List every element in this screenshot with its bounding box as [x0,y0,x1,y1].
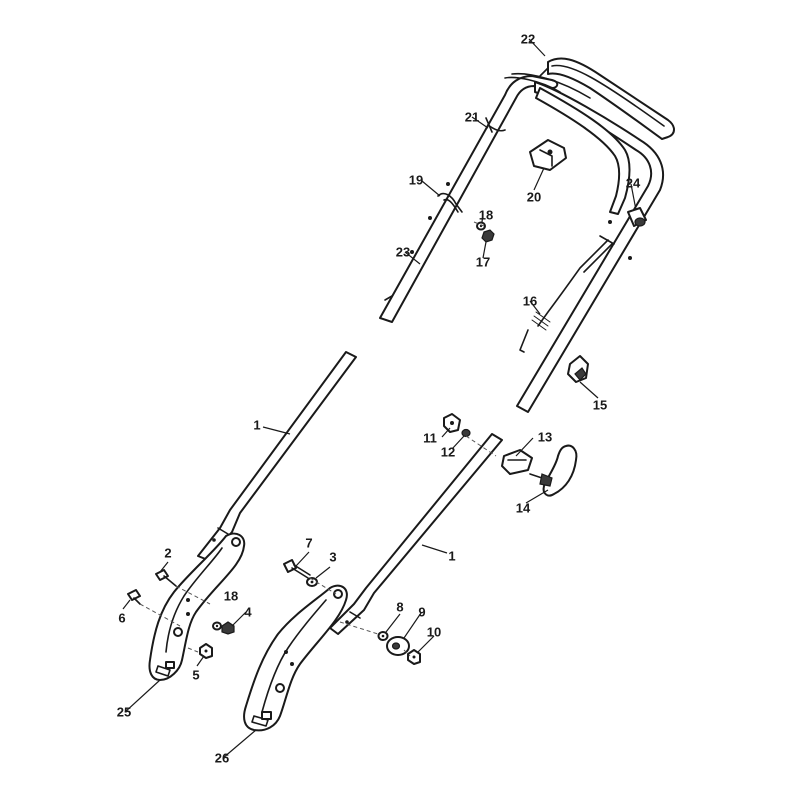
callout-20: 20 [527,190,541,205]
assembly-lines [139,221,497,657]
part-16-brake-cable [519,235,615,353]
part-5-nut [199,643,213,659]
part-2-bolt [155,569,177,587]
callout-19: 19 [409,173,423,188]
part-23-upper-tube [384,295,393,301]
callout-16: 16 [523,294,537,309]
callout-4: 4 [244,605,252,620]
callout-2: 2 [164,546,171,561]
callout-10: 10 [427,625,441,640]
callout-18-upper: 18 [479,208,493,223]
callout-7: 7 [305,536,312,551]
part-18-washer-lower [212,621,222,631]
leader-lines [122,38,637,759]
callout-12: 12 [441,445,455,460]
callout-5: 5 [192,668,199,683]
callout-23: 23 [396,245,410,260]
part-20-lever-bracket [529,139,567,171]
part-15-knob [567,355,589,383]
part-1-lower-tube-right [329,433,503,635]
callout-13: 13 [538,430,552,445]
callout-25: 25 [117,705,131,720]
part-4-nut [221,621,235,635]
part-17-nut [481,229,495,243]
part-12-washer [461,428,471,438]
callout-9: 9 [418,605,425,620]
callout-8: 8 [396,600,403,615]
callout-17: 17 [476,255,490,270]
part-25-bracket-left [148,532,246,681]
part-26-bracket-right [243,584,348,732]
callout-18-lower: 18 [224,589,238,604]
callout-1-left: 1 [253,418,260,433]
part-1-lower-tube-left [197,351,357,561]
callout-15: 15 [593,398,607,413]
callout-11: 11 [423,431,437,446]
callout-6: 6 [118,611,125,626]
part-13-latch-bracket [501,449,533,475]
part-19-clip [437,192,463,213]
callout-3: 3 [329,550,336,565]
part-7-bolt [283,559,311,579]
part-11-nut [443,413,461,433]
part-22-handle-grip [539,57,675,140]
callout-1-right: 1 [448,549,455,564]
part-9-spacer [386,636,410,656]
part-6-bolt [127,589,141,605]
part-21-upper-handle-frame [379,72,665,413]
callout-22: 22 [521,32,535,47]
callout-labels: 1 1 2 3 4 5 6 7 8 9 10 11 12 13 14 15 16… [117,32,641,766]
part-18-washer-upper [476,221,486,231]
callout-21: 21 [465,110,479,125]
callout-14: 14 [516,501,531,516]
part-14-release-lever [529,444,578,497]
callout-24: 24 [626,176,641,191]
callout-26: 26 [215,751,229,766]
part-8-washer [377,631,389,641]
part-10-nut [407,649,421,665]
